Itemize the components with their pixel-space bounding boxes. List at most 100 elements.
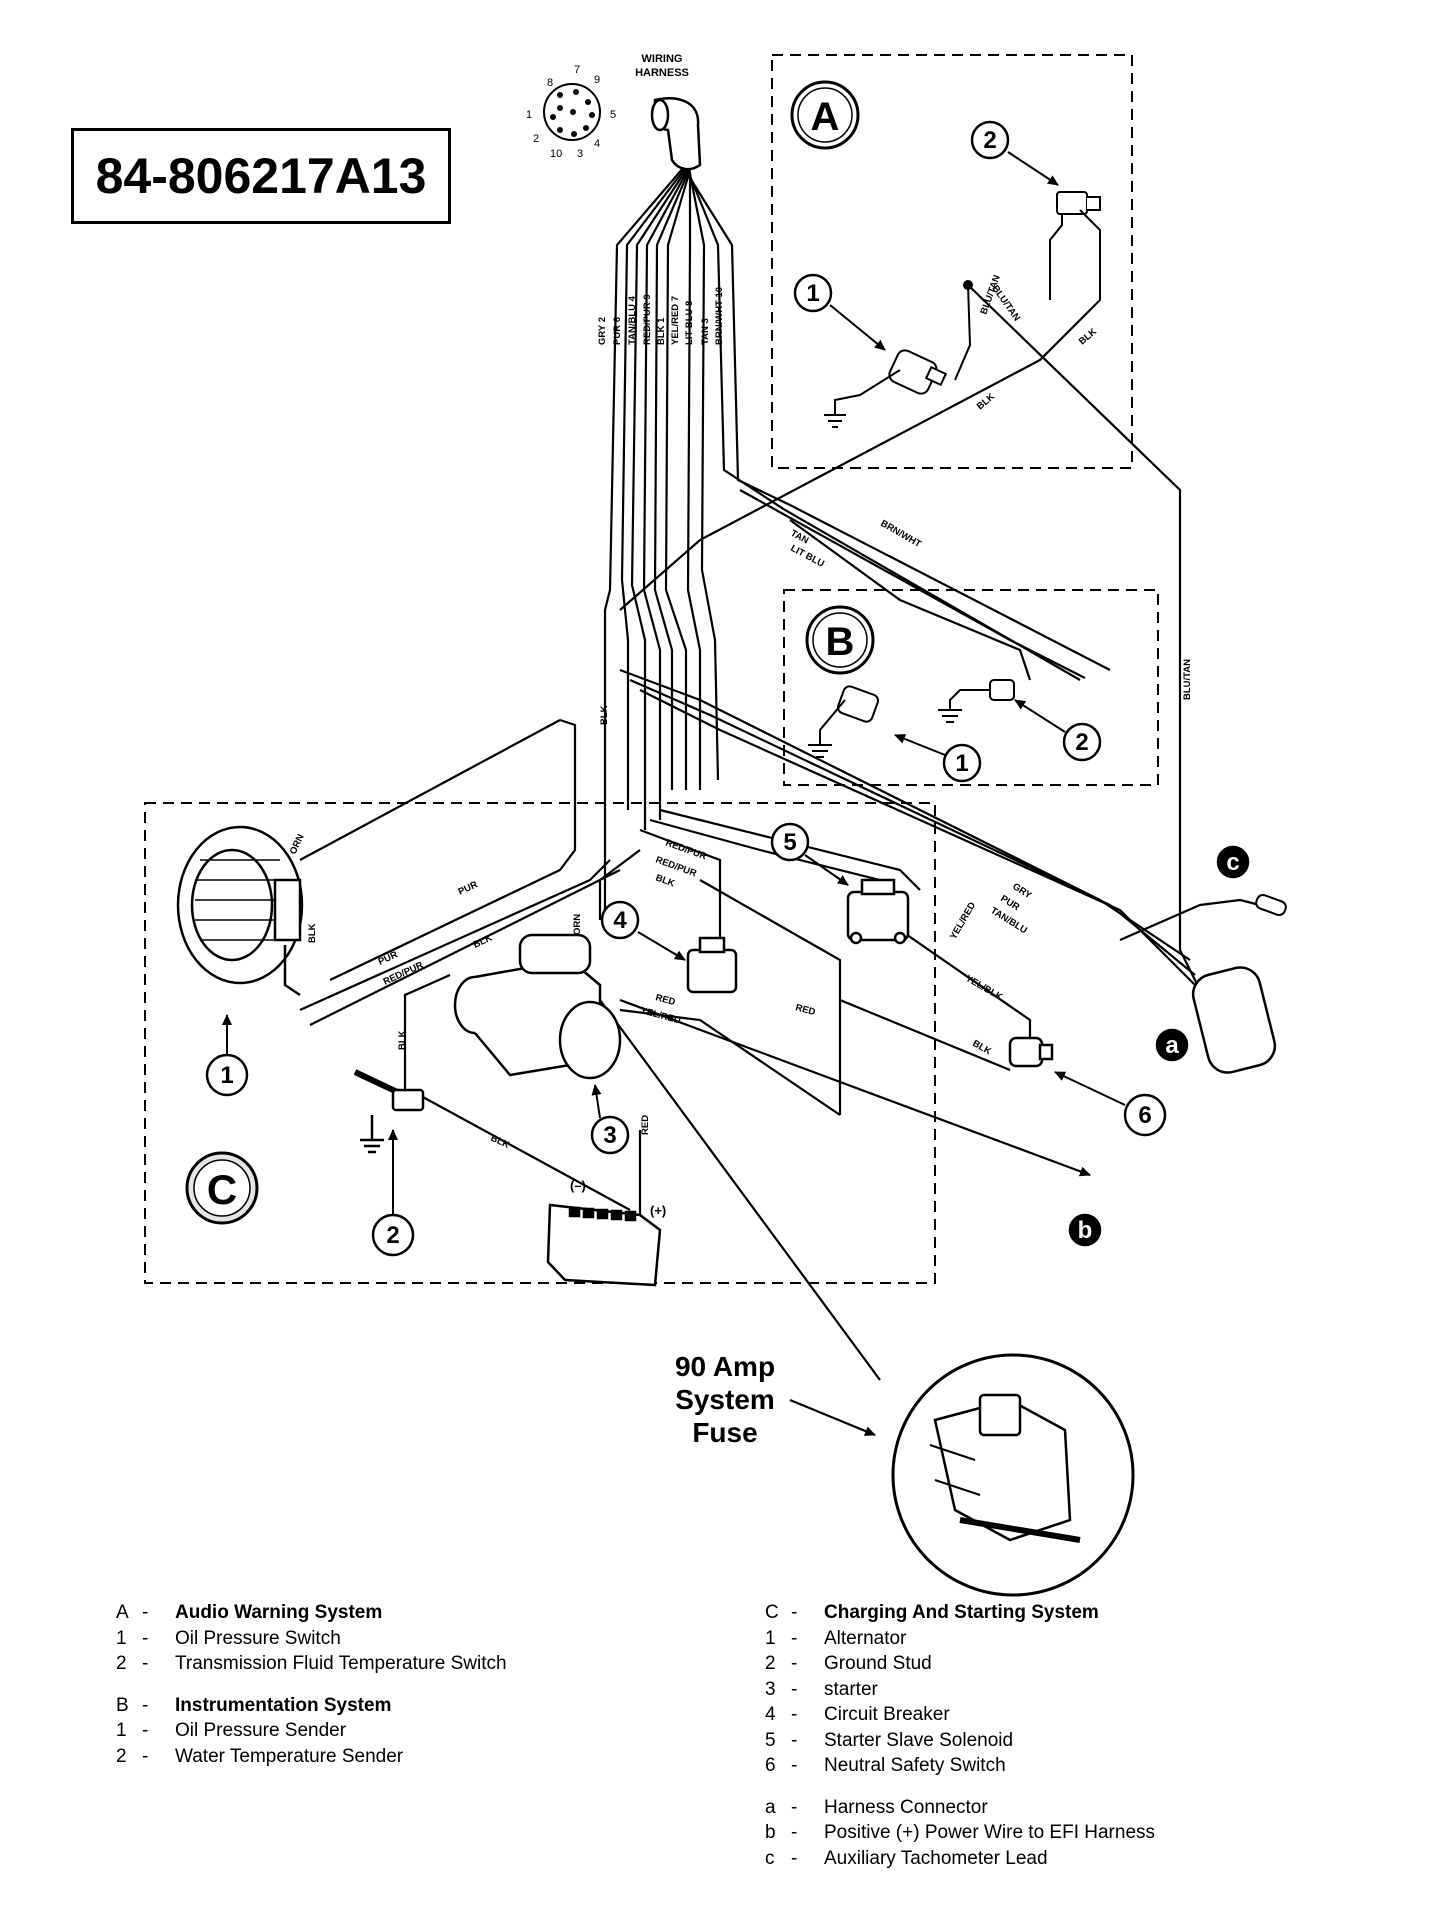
wire-label: ORN	[288, 832, 307, 856]
wire-label: PUR	[457, 879, 480, 898]
ground-stud-icon	[353, 1069, 425, 1154]
callout-badge: b	[1068, 1213, 1102, 1247]
svg-text:1: 1	[220, 1062, 233, 1089]
legend-dash: -	[791, 1602, 798, 1623]
legend-key: 4	[765, 1704, 776, 1725]
legend-dash: -	[791, 1678, 798, 1700]
legend-heading: B-Instrumentation System	[116, 1693, 507, 1719]
callout-badge: 1	[793, 273, 886, 351]
wire-label: TAN	[789, 528, 811, 547]
callout-badge: 3	[590, 1084, 630, 1155]
callout-badge: 4	[600, 900, 686, 961]
transmission-fluid-temp-switch-icon	[1049, 191, 1101, 300]
legend-dash: -	[142, 1745, 149, 1767]
pin-label-5: 5	[610, 109, 616, 121]
legend-item: 2-Water Temperature Sender	[116, 1744, 507, 1770]
legend-item: 2- Transmission Fluid Temperature Switch	[116, 1651, 507, 1677]
svg-text:5: 5	[783, 829, 796, 856]
legend-key: 2	[765, 1653, 776, 1674]
pin-label-3: 3	[577, 148, 583, 160]
wire-label: RED	[654, 992, 676, 1008]
legend-dash: -	[791, 1704, 798, 1725]
wire-label: LIT BLU	[789, 543, 826, 570]
legend-item: 4-Circuit Breaker	[765, 1702, 1155, 1728]
svg-text:2: 2	[983, 127, 996, 154]
callout-badge: 5	[770, 822, 849, 886]
wire-label: TAN/BLU	[988, 905, 1029, 936]
legend-key: 5	[765, 1729, 776, 1751]
callout-badge: 1	[894, 734, 982, 783]
legend-item: 5-Starter Slave Solenoid	[765, 1728, 1155, 1754]
harness-wire-label: BLK 1	[656, 317, 667, 345]
wire-label: RED	[794, 1002, 816, 1018]
pin-label-10: 10	[550, 148, 562, 160]
wire-label: BLU/TAN	[990, 283, 1023, 323]
legend-gap	[116, 1677, 507, 1693]
legend-text: Instrumentation System	[175, 1694, 392, 1716]
wire-label: YEL/RED	[948, 900, 978, 941]
wire-label: BLK	[397, 1030, 408, 1050]
pin-label-9: 9	[594, 74, 600, 86]
section-a-badge: A	[790, 80, 860, 150]
pin-label-4: 4	[594, 138, 600, 150]
circuit-breaker-icon	[686, 936, 738, 994]
legend-text: Auxiliary Tachometer Lead	[824, 1847, 1048, 1869]
water-temp-sender-icon	[938, 679, 1015, 723]
svg-text:c: c	[1226, 849, 1239, 876]
wire-label: YEL/RED	[639, 1005, 682, 1026]
svg-text:C: C	[207, 1166, 237, 1213]
legend-key: 1	[116, 1627, 127, 1649]
legend-dash: -	[142, 1653, 149, 1674]
harness-wire-label: RED/PUR 9	[642, 294, 653, 345]
wire-label: BLK	[1077, 326, 1099, 347]
legend-heading: C-Charging And Starting System	[765, 1600, 1155, 1626]
svg-text:b: b	[1078, 1217, 1093, 1244]
legend-key: a	[765, 1796, 776, 1818]
legend-key: 2	[116, 1653, 127, 1674]
legend-key: 3	[765, 1678, 776, 1700]
legend-heading: A-Audio Warning System	[116, 1600, 507, 1626]
wire-label: YEL/BLK	[964, 973, 1005, 1003]
pin-label-1: 1	[526, 109, 532, 121]
battery-neg-label: (–)	[570, 1178, 586, 1193]
legend-dash: -	[791, 1653, 798, 1674]
part-number: 84-806217A13	[95, 148, 427, 204]
callout-badge: 2	[970, 120, 1059, 186]
legend-text: Oil Pressure Sender	[175, 1720, 347, 1741]
legend-item: 1-Alternator	[765, 1626, 1155, 1652]
wire-label: PUR	[377, 949, 400, 968]
legend-key: b	[765, 1822, 776, 1843]
legend-key: 1	[116, 1720, 127, 1741]
wire-label: BLK	[654, 872, 676, 889]
legend-key: c	[765, 1847, 775, 1869]
tach-lead-plug-icon	[1255, 893, 1287, 917]
legend-text: Transmission Fluid Temperature Switch	[175, 1653, 507, 1674]
fuse-magnifier-icon	[891, 1353, 1135, 1597]
section-b-badge: B	[805, 605, 875, 675]
section-c-badge: C	[185, 1151, 259, 1225]
oil-pressure-switch-icon	[824, 349, 948, 428]
section-b-box	[783, 589, 1159, 786]
legend-dash: -	[142, 1694, 149, 1716]
harness-plug-icon	[650, 97, 702, 171]
starter-icon	[453, 933, 622, 1080]
legend-text: Oil Pressure Switch	[175, 1627, 341, 1649]
fuse-callout-line: System	[675, 1384, 775, 1415]
legend-text: Harness Connector	[824, 1796, 988, 1818]
legend-key: C	[765, 1602, 779, 1623]
legend-item: c-Auxiliary Tachometer Lead	[765, 1846, 1155, 1872]
svg-text:3: 3	[603, 1122, 616, 1149]
legend-gap	[765, 1779, 1155, 1795]
wire-label: BRN/WHT	[879, 518, 924, 550]
legend-text: Neutral Safety Switch	[824, 1755, 1006, 1776]
legend-dash: -	[791, 1796, 798, 1818]
callout-badge: 6	[1054, 1071, 1167, 1137]
legend-text: Alternator	[824, 1627, 907, 1649]
harness-wire-label: PUR 6	[612, 317, 623, 345]
svg-text:2: 2	[1075, 729, 1088, 756]
harness-wire-bundle	[299, 159, 1261, 1381]
